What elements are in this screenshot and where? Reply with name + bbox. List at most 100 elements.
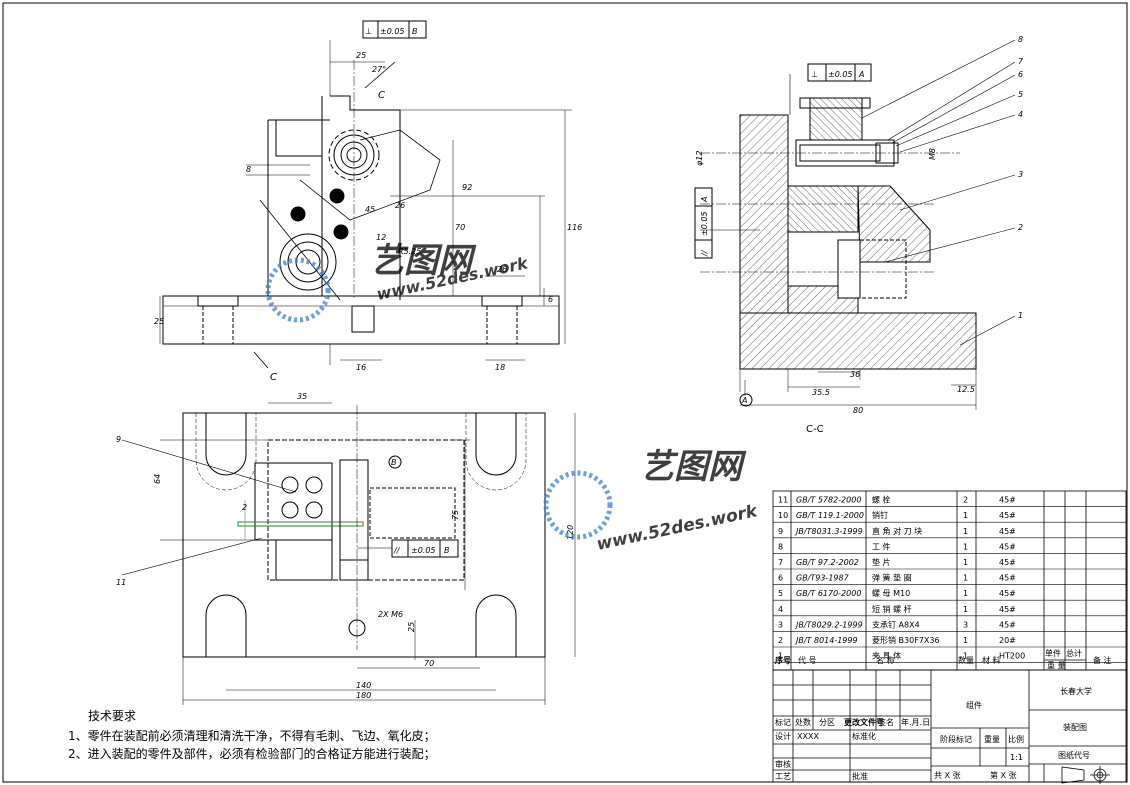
dim-116: 116 bbox=[567, 223, 582, 232]
watermark-globe-icon bbox=[543, 470, 613, 540]
bom-cell-material: 45# bbox=[999, 589, 1016, 598]
bom-cell-no: 11 bbox=[778, 496, 788, 505]
bom-cell-code: GB/T93-1987 bbox=[796, 574, 850, 583]
bom-cell-material: 45# bbox=[999, 605, 1016, 614]
bom-cell-material: 45# bbox=[999, 620, 1016, 629]
callout-11: 11 bbox=[116, 578, 126, 587]
dim-phi12: φ12 bbox=[695, 151, 704, 166]
dim-35-5: 35.5 bbox=[812, 388, 830, 397]
bom-cell-no: 1 bbox=[778, 652, 783, 661]
bom-cell-qty: 1 bbox=[963, 636, 968, 645]
watermark-url-2: www.52des.work bbox=[595, 501, 761, 555]
callout-5: 5 bbox=[1018, 90, 1023, 99]
bom-cell-name: 弹 簧 垫 圈 bbox=[872, 573, 912, 583]
tb-standard: 标准化 bbox=[852, 731, 876, 741]
bom-h-no: 序号 bbox=[775, 655, 791, 665]
bom-h-mat: 材 料 bbox=[982, 655, 1001, 665]
bom-cell-material: 45# bbox=[999, 574, 1016, 583]
dim-2xm6: 2X M6 bbox=[378, 610, 403, 619]
tb-sheets: 共 X 张 bbox=[934, 771, 961, 780]
left-view bbox=[159, 40, 572, 369]
bom-cell-no: 6 bbox=[778, 574, 783, 583]
callout-4: 4 bbox=[1018, 110, 1023, 119]
right-view-labels: 8 7 6 5 4 3 2 1 φ12 35.5 36 80 12.5 M8 A… bbox=[695, 35, 1024, 435]
bottom-view bbox=[121, 402, 576, 705]
perp-datum: B bbox=[412, 27, 418, 36]
bom-cell-qty: 2 bbox=[963, 496, 968, 505]
dim-92: 92 bbox=[462, 183, 472, 192]
dim-80: 80 bbox=[853, 406, 863, 415]
tech-title: 技术要求 bbox=[88, 709, 136, 723]
section-mark-top: C bbox=[378, 90, 385, 101]
bom-cell-no: 7 bbox=[778, 558, 783, 567]
dim-8: 8 bbox=[246, 165, 251, 174]
datum-a-label: A bbox=[741, 396, 747, 405]
bom-cell-qty: 1 bbox=[963, 511, 968, 520]
callout-7: 7 bbox=[1018, 57, 1024, 66]
tb-date: 年.月.日 bbox=[901, 717, 930, 727]
dim-12-5: 12.5 bbox=[957, 385, 975, 394]
bom-cell-no: 9 bbox=[778, 527, 783, 536]
right-par-value: ±0.05 bbox=[700, 211, 709, 236]
dim-45: 45 bbox=[365, 205, 375, 214]
bom-cell-qty: 1 bbox=[963, 589, 968, 598]
datum-a-circle bbox=[739, 393, 753, 407]
tb-process: 工艺 bbox=[775, 772, 791, 781]
bom-h-note: 备 注 bbox=[1093, 655, 1112, 665]
datum-b-label: B bbox=[391, 458, 397, 467]
dim-120: 120 bbox=[566, 525, 575, 540]
title-block bbox=[772, 669, 1127, 783]
bom-cell-qty: 1 bbox=[963, 605, 968, 614]
bom-cell-no: 10 bbox=[778, 511, 788, 520]
bom-cell-code: JB/T8031.3-1999 bbox=[794, 527, 863, 536]
dim-16: 16 bbox=[356, 363, 366, 372]
dim-18: 18 bbox=[495, 363, 505, 372]
tb-scale-value: 1:1 bbox=[1010, 753, 1023, 762]
bom-cell-code: GB/T 119.1-2000 bbox=[796, 511, 864, 520]
bom-cell-code: JB/T8029.2-1999 bbox=[794, 620, 863, 629]
perp-value: ±0.05 bbox=[380, 27, 405, 36]
bom-cell-name: 短 销 螺 杆 bbox=[872, 604, 912, 614]
callout-8: 8 bbox=[1018, 35, 1023, 44]
dim-25-base: 25 bbox=[154, 317, 164, 326]
dim-75: 75 bbox=[451, 510, 460, 520]
watermark-globe-icon bbox=[265, 257, 331, 323]
bom-cell-qty: 1 bbox=[963, 527, 968, 536]
tb-sign: 签名 bbox=[878, 717, 894, 727]
callout-9: 9 bbox=[116, 435, 121, 444]
bottom-parallel-frame: // ±0.05 B bbox=[391, 539, 459, 558]
bom-cell-qty: 1 bbox=[963, 558, 968, 567]
tb-mark: 标记 bbox=[775, 717, 791, 727]
tb-count: 处数 bbox=[795, 717, 811, 727]
dim-m8: M8 bbox=[928, 148, 937, 160]
bom-h-weight: 重 量 bbox=[1047, 660, 1066, 670]
bottom-par-datum: B bbox=[444, 546, 450, 555]
right-perp-datum: A bbox=[858, 70, 864, 79]
dim-27deg: 27° bbox=[372, 65, 386, 74]
tb-drawing: 装配图 bbox=[1063, 722, 1087, 732]
datum-b-circle bbox=[388, 455, 402, 469]
perp-symbol: ⊥ bbox=[365, 27, 372, 36]
tb-stage: 阶段标记 bbox=[940, 734, 972, 744]
bom-cell-no: 8 bbox=[778, 542, 783, 551]
dim-35: 35 bbox=[297, 392, 307, 401]
tech-item-2: 2、进入装配的零件及部件，必须有检验部门的合格证方能进行装配； bbox=[68, 746, 436, 761]
bom-h-code: 代 号 bbox=[798, 655, 817, 665]
right-par-symbol: // bbox=[700, 249, 709, 257]
dim-64: 64 bbox=[153, 474, 162, 484]
dim-2: 2 bbox=[242, 503, 247, 512]
bom-cell-no: 3 bbox=[778, 620, 783, 629]
bom-cell-code: GB/T 6170-2000 bbox=[796, 589, 861, 598]
callout-1: 1 bbox=[1018, 311, 1023, 320]
projection-symbol-icon bbox=[1061, 766, 1110, 784]
bom-cell-name: 销钉 bbox=[872, 510, 888, 520]
tb-designer: XXXX bbox=[797, 732, 819, 741]
dim-26: 26 bbox=[395, 201, 405, 210]
bom-cell-qty: 1 bbox=[963, 652, 968, 661]
dim-70-bottom: 70 bbox=[424, 659, 434, 668]
callout-3: 3 bbox=[1018, 170, 1023, 179]
watermark-brand-2: 艺图网 bbox=[640, 447, 747, 487]
dim-25: 25 bbox=[356, 51, 366, 60]
